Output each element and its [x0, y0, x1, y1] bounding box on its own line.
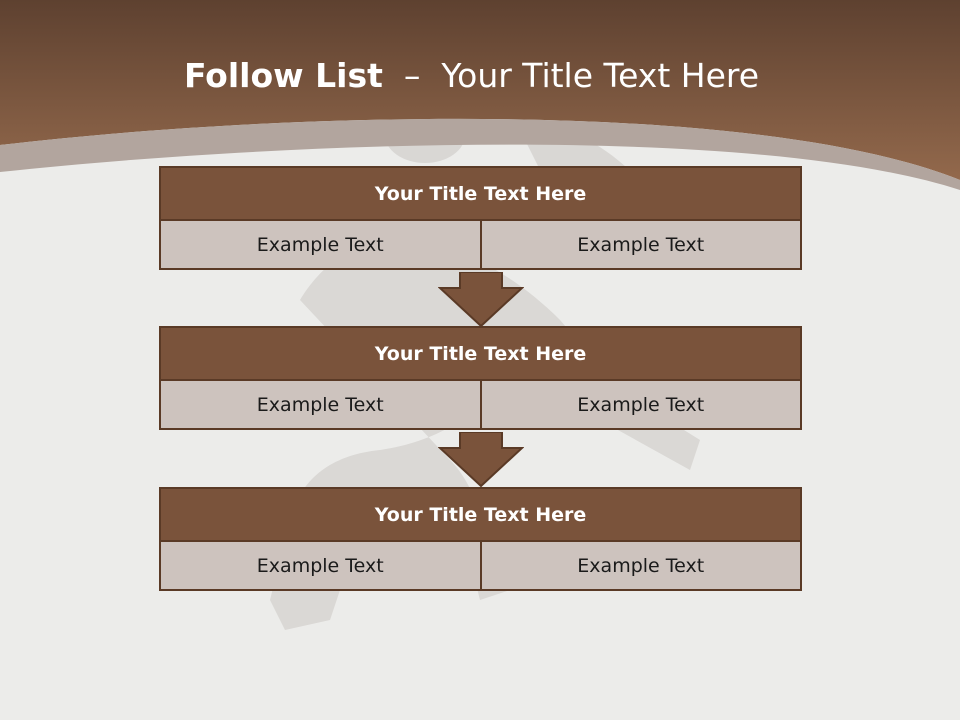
step-cell-right: Example Text	[479, 542, 802, 591]
slide-title: Follow List – Your Title Text Here	[0, 56, 943, 96]
top-banner	[0, 0, 960, 180]
slide-title-rest: Your Title Text Here	[441, 56, 760, 95]
down-arrow-icon	[438, 272, 524, 328]
step-row: Example Text Example Text	[159, 381, 802, 430]
step-row: Example Text Example Text	[159, 542, 802, 591]
step-cell-right: Example Text	[479, 221, 802, 270]
step-cell-left: Example Text	[159, 221, 482, 270]
step-box-1: Your Title Text Here Example Text Exampl…	[159, 166, 802, 270]
step-cell-left: Example Text	[159, 542, 482, 591]
step-row: Example Text Example Text	[159, 221, 802, 270]
step-box-2: Your Title Text Here Example Text Exampl…	[159, 326, 802, 430]
step-cell-right: Example Text	[479, 381, 802, 430]
step-title: Your Title Text Here	[159, 487, 802, 542]
step-title: Your Title Text Here	[159, 326, 802, 381]
down-arrow-icon	[438, 432, 524, 488]
banner-swoosh	[0, 118, 960, 190]
step-box-3: Your Title Text Here Example Text Exampl…	[159, 487, 802, 591]
step-cell-left: Example Text	[159, 381, 482, 430]
slide-title-dash: –	[403, 56, 421, 95]
step-title: Your Title Text Here	[159, 166, 802, 221]
slide-title-bold: Follow List	[183, 56, 383, 95]
